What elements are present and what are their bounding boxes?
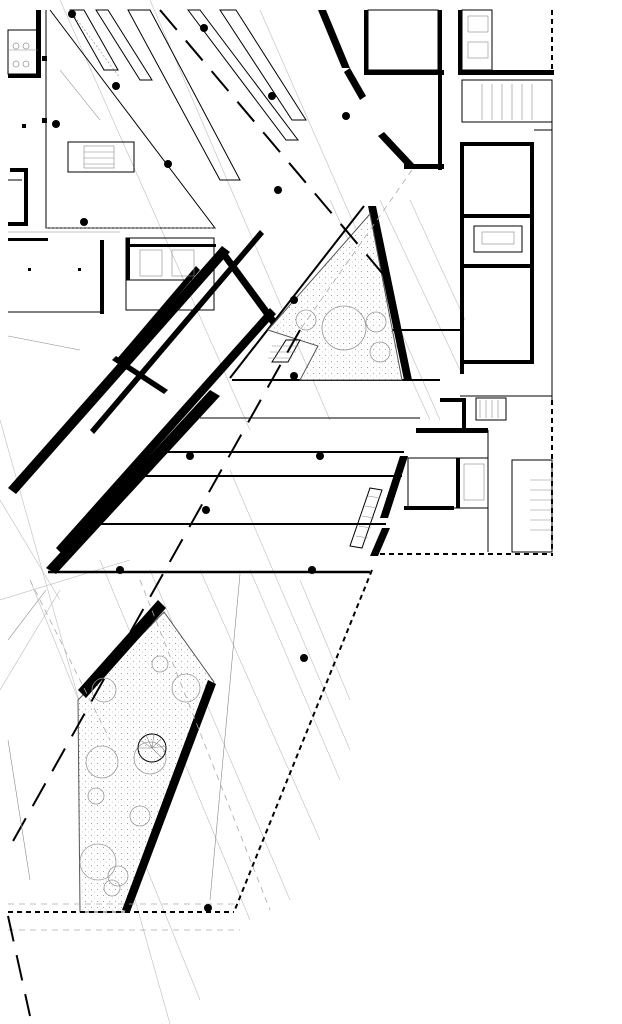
- small-rooms: [125, 237, 216, 311]
- columns: [52, 10, 350, 912]
- background-hatch: [0, 0, 466, 1024]
- main-walls: [8, 10, 414, 574]
- upper-left-building: [7, 10, 120, 314]
- upper-hall: [42, 9, 217, 229]
- side-stairs: [349, 487, 383, 549]
- benches: [69, 9, 307, 181]
- dashed-outlines: [8, 169, 413, 931]
- beam-lines: [48, 329, 462, 574]
- misc-lines: [7, 335, 241, 901]
- right-building: [364, 9, 554, 556]
- lower-garden: [77, 600, 216, 913]
- central-axis: [7, 9, 389, 1017]
